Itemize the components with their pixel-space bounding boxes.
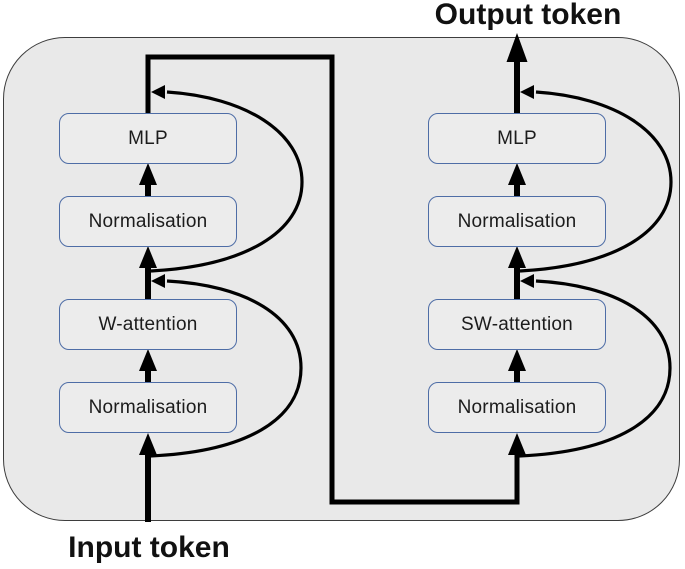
left-norm1-to-mlp-arrowhead [139,163,157,185]
node-mlp-left: MLP [59,113,237,164]
left-lower-skip-curve [149,279,303,458]
right-input-arrowhead [508,433,526,455]
left-input-arrowhead [139,433,157,455]
left-lower-skip-arrowhead [151,274,165,288]
node-sw-attention: SW-attention [428,299,606,350]
node-normalisation-lower-left: Normalisation [59,382,237,433]
left-upper-skip-arrowhead [151,85,165,99]
right-norm2-to-swattention-arrowhead [508,349,526,371]
right-swattention-to-norm1-arrowhead [508,246,526,268]
input-token-label: Input token [68,531,230,564]
right-upper-skip-arrowhead [520,85,534,99]
node-w-attention: W-attention [59,299,237,350]
left-wattention-to-norm1-arrowhead [139,246,157,268]
cross-block-connector [145,54,520,505]
node-mlp-right: MLP [428,113,606,164]
output-arrowhead [506,33,528,62]
left-norm2-to-wattention-arrowhead [139,349,157,371]
node-normalisation-lower-right: Normalisation [428,382,606,433]
right-lower-skip-curve [518,279,672,458]
node-normalisation-upper-left: Normalisation [59,196,237,247]
node-normalisation-upper-right: Normalisation [428,196,606,247]
right-lower-skip-arrowhead [520,274,534,288]
left-upper-skip-curve [150,90,304,273]
right-norm1-to-mlp-arrowhead [508,163,526,185]
output-token-label: Output token [434,0,622,31]
right-upper-skip-curve [519,90,673,273]
